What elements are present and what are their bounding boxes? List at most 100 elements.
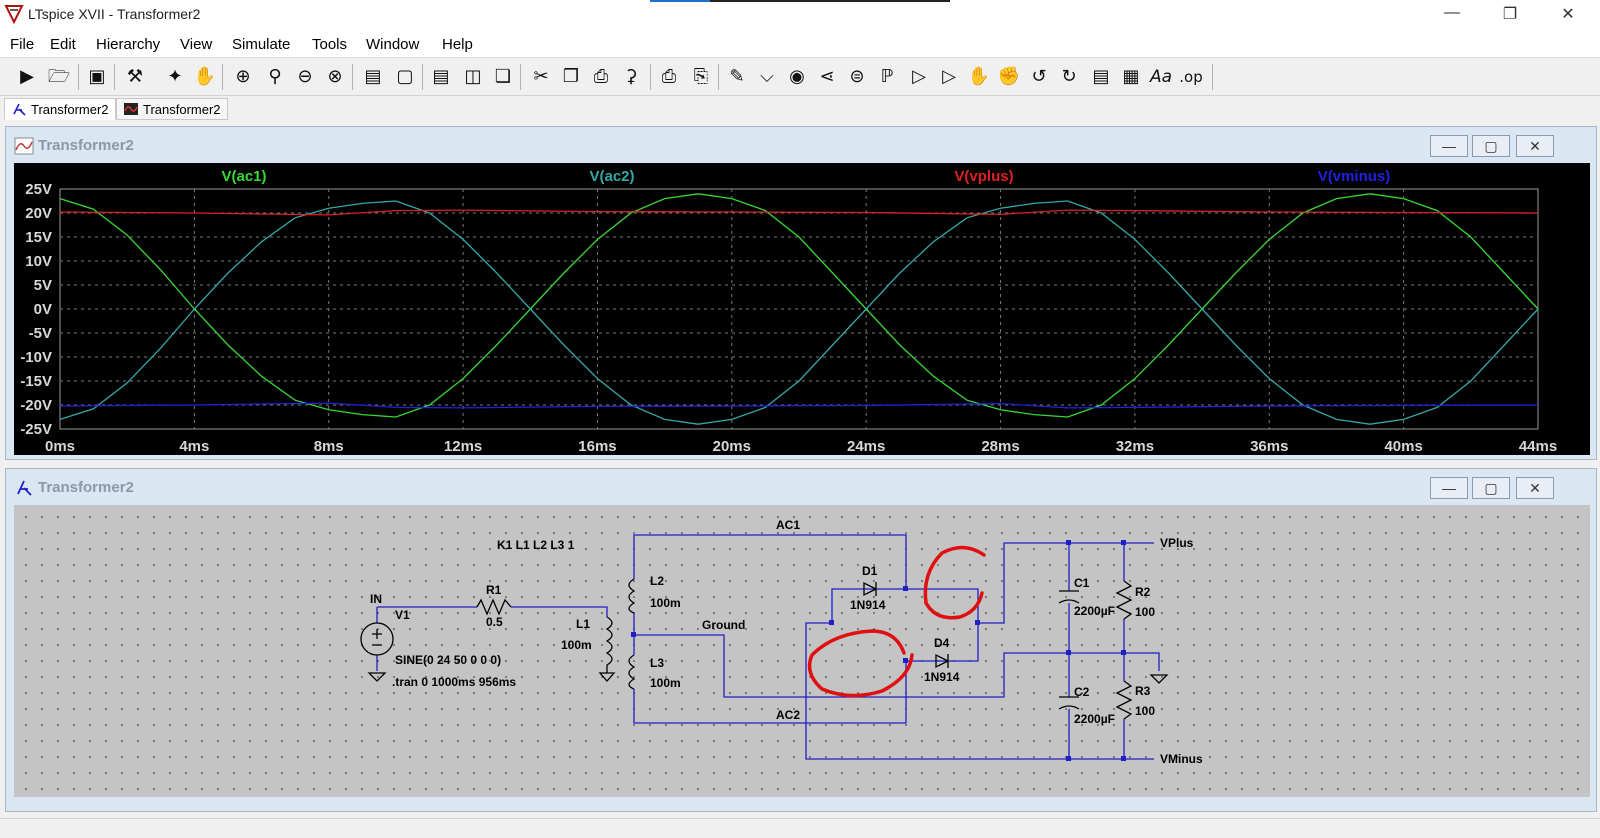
minimize-icon[interactable]: — <box>1444 4 1460 21</box>
y-tick-label: 0V <box>34 301 52 318</box>
undo-icon[interactable]: ↺ <box>1031 66 1047 87</box>
menu-view[interactable]: View <box>180 36 213 53</box>
menu-edit[interactable]: Edit <box>50 36 76 53</box>
label-vminus: VMinus <box>1160 752 1203 766</box>
label-l3-value: 100m <box>650 676 681 690</box>
control-panel-icon[interactable]: ⚒ <box>126 66 144 87</box>
legend-label: V(vplus) <box>954 168 1013 185</box>
l2-inductor-icon <box>628 578 636 614</box>
waveform-minimize-button[interactable]: — <box>1430 135 1468 157</box>
window-title: LTspice XVII - Transformer2 <box>28 6 201 22</box>
spice-directive-icon[interactable]: .op <box>1179 68 1203 86</box>
label-r1: R1 <box>486 583 502 597</box>
copy-icon[interactable]: ❐ <box>562 66 580 87</box>
label-r1-value: 0.5 <box>486 615 503 629</box>
tile-horizontal-icon[interactable]: ▤ <box>432 66 450 87</box>
cascade-icon[interactable]: ❏ <box>494 66 512 87</box>
move-icon[interactable]: ✋ <box>967 66 991 87</box>
component-icon[interactable]: ▷ <box>942 66 956 87</box>
text-icon[interactable]: Aa <box>1149 67 1173 87</box>
schematic-maximize-button[interactable]: ▢ <box>1472 477 1510 499</box>
c1-capacitor-icon <box>1058 590 1080 604</box>
waveform-tab-icon <box>124 103 138 115</box>
schematic-tab-icon <box>13 103 26 116</box>
x-tick-label: 12ms <box>444 438 482 455</box>
open-icon[interactable]: 🗁 <box>47 66 71 87</box>
save-icon[interactable]: ▣ <box>88 66 106 87</box>
schematic-wires <box>376 534 1160 760</box>
tab-label: Transformer2 <box>143 102 221 117</box>
label-k: K1 L1 L2 L3 1 <box>497 538 575 552</box>
halt-icon[interactable]: ✋ <box>193 66 217 87</box>
schematic-canvas[interactable]: K1 L1 L2 L3 1 IN V1 SINE(0 24 50 0 0 0) … <box>14 505 1590 797</box>
schematic-window-header: Transformer2 — ▢ ✕ <box>6 469 1596 505</box>
schematic-minimize-button[interactable]: — <box>1430 477 1468 499</box>
rotate-icon[interactable]: ▤ <box>1092 66 1110 87</box>
waveform-maximize-button[interactable]: ▢ <box>1472 135 1510 157</box>
diode-icon[interactable]: ▷ <box>912 66 926 87</box>
tab-schematic[interactable]: Transformer2 <box>4 98 116 120</box>
x-tick-label: 16ms <box>578 438 616 455</box>
red-annotations <box>807 545 986 698</box>
status-bar <box>0 818 1600 838</box>
tab-waveform[interactable]: Transformer2 <box>116 98 228 120</box>
document-tabs: Transformer2 Transformer2 <box>0 96 1600 122</box>
clear-icon[interactable]: ▢ <box>396 66 414 87</box>
label-r2-value: 100 <box>1135 605 1155 619</box>
label-l1-value: 100m <box>561 638 592 652</box>
new-schematic-icon[interactable]: ▶ <box>20 66 34 87</box>
find-icon[interactable]: ⚳ <box>624 66 638 87</box>
label-c2: C2 <box>1074 685 1090 699</box>
label-sine: SINE(0 24 50 0 0 0) <box>395 653 501 667</box>
zoom-cancel-icon[interactable]: ⊗ <box>327 66 343 87</box>
zoom-in-icon[interactable]: ⊕ <box>235 66 251 87</box>
label-r3: R3 <box>1135 684 1151 698</box>
menu-help[interactable]: Help <box>442 36 473 53</box>
label-vplus: VPlus <box>1160 536 1194 550</box>
x-tick-label: 36ms <box>1250 438 1288 455</box>
autorange-icon[interactable]: ▤ <box>364 66 382 87</box>
menu-window[interactable]: Window <box>366 36 420 53</box>
run-icon[interactable]: ✦ <box>167 66 183 87</box>
menu-hierarchy[interactable]: Hierarchy <box>96 36 161 53</box>
restore-icon[interactable]: ❐ <box>1502 6 1518 23</box>
paste-icon[interactable]: ⎙ <box>593 66 609 87</box>
r3-resistor-icon <box>1115 680 1133 720</box>
capacitor-icon[interactable]: ⊜ <box>849 66 865 87</box>
print-icon[interactable]: ⎙ <box>661 66 677 87</box>
zoom-out-icon[interactable]: ⊖ <box>297 66 313 87</box>
draw-wire-icon[interactable]: ✎ <box>729 66 745 87</box>
menu-tools[interactable]: Tools <box>312 36 348 53</box>
mirror-icon[interactable]: ▦ <box>1122 66 1140 87</box>
label-r2: R2 <box>1135 585 1151 599</box>
x-tick-label: 44ms <box>1519 438 1557 455</box>
label-c2-value: 2200µF <box>1074 712 1115 726</box>
d4-diode-icon <box>935 653 950 669</box>
redo-icon[interactable]: ↻ <box>1061 66 1077 87</box>
y-tick-label: 20V <box>25 205 52 222</box>
waveform-window-title: Transformer2 <box>38 137 134 154</box>
y-tick-label: -10V <box>20 349 52 366</box>
drag-icon[interactable]: ✊ <box>997 66 1021 87</box>
annotation-circle-1 <box>923 545 986 620</box>
label-net-icon[interactable]: ◉ <box>789 66 805 87</box>
label-c1: C1 <box>1074 576 1090 590</box>
cut-icon[interactable]: ✂ <box>533 66 549 87</box>
menu-file[interactable]: File <box>10 36 35 53</box>
schematic-components <box>360 578 1169 720</box>
menu-simulate[interactable]: Simulate <box>232 36 291 53</box>
ground-icon[interactable]: ⌵ <box>760 66 774 87</box>
plot-frame <box>59 188 1539 430</box>
y-tick-label: -5V <box>29 325 52 342</box>
resistor-icon[interactable]: ⋖ <box>819 66 835 87</box>
waveform-close-button[interactable]: ✕ <box>1516 135 1554 157</box>
schematic-close-button[interactable]: ✕ <box>1516 477 1554 499</box>
legend-label: V(vminus) <box>1318 168 1391 185</box>
inductor-icon[interactable]: ℙ <box>880 66 894 87</box>
l3-inductor-icon <box>628 654 636 690</box>
zoom-pan-icon[interactable]: ⚲ <box>268 66 282 87</box>
tile-vertical-icon[interactable]: ◫ <box>464 66 482 87</box>
close-icon[interactable]: ✕ <box>1561 6 1575 23</box>
print-setup-icon[interactable]: ⎘ <box>693 66 709 87</box>
